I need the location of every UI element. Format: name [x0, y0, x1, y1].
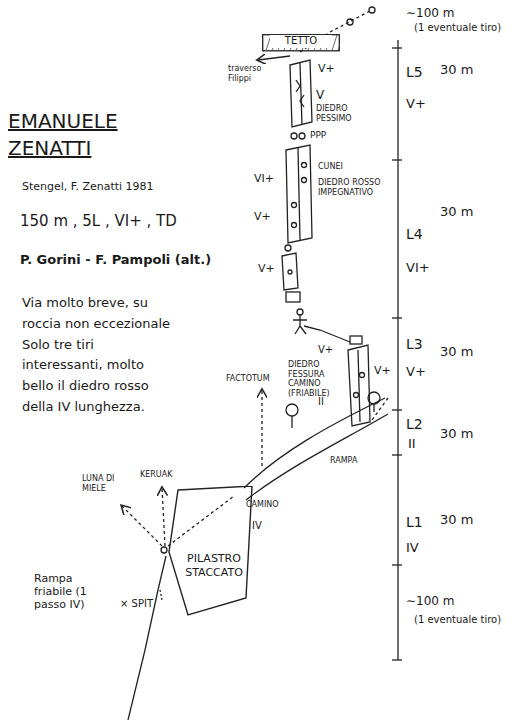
gear-note: CUNEI: [318, 162, 343, 172]
pitch-grade: II: [408, 436, 416, 452]
pitch-number: L4: [406, 226, 423, 243]
pillar-box: PILASTRO STACCATO: [168, 486, 256, 616]
roof-box: TETTO: [262, 34, 340, 52]
feature-name: DIEDRO ROSSO IMPEGNATIVO: [318, 178, 390, 197]
route-title: EMANUELE ZENATTI: [8, 108, 158, 162]
grade-mark: V+: [318, 344, 333, 356]
approach-note: Rampa friabile (1 passo IV): [34, 572, 110, 612]
approach-note: (1 eventuale tiro): [414, 22, 501, 34]
pitch-number: L1: [406, 514, 423, 531]
belay-mark: PPP: [310, 130, 326, 141]
bolt-mark: × SPIT: [120, 598, 153, 610]
variant-name: LUNA DI MIELE: [82, 474, 122, 493]
pitch-number: L5: [406, 64, 423, 81]
grade-mark: V+: [254, 210, 271, 223]
pitch-length: 30 m: [440, 62, 473, 78]
feature-name: RAMPA: [330, 456, 357, 466]
authors-note: Stengel, F. Zenatti 1981: [22, 180, 154, 193]
pitch-length: 30 m: [440, 426, 473, 442]
variant-name: KERUAK: [140, 470, 172, 480]
roof-label: TETTO: [270, 35, 332, 48]
pitch-grade: VI+: [406, 260, 430, 276]
grade-mark: II: [318, 396, 324, 408]
approach-length: ∼100 m: [406, 6, 454, 20]
route-summary: 150 m , 5L , VI+ , TD: [20, 212, 177, 230]
pitch-grade: V+: [406, 96, 426, 112]
pitch-number: L2: [406, 416, 423, 433]
descent-note: (1 eventuale tiro): [414, 614, 501, 626]
feature-name: DIEDRO FESSURA CAMINO (FRIABILE): [288, 360, 346, 398]
repeaters-note: P. Gorini - F. Pampoli (alt.): [20, 252, 211, 268]
pitch-grade: V+: [406, 364, 426, 380]
variant-name: traverso Filippi: [228, 64, 280, 83]
route-comment: Via molto breve, su roccia non ecceziona…: [22, 293, 172, 418]
grade-mark: IV: [252, 520, 262, 532]
grade-mark: V+: [374, 364, 391, 377]
pitch-number: L3: [406, 336, 423, 353]
pillar-label: PILASTRO STACCATO: [168, 552, 256, 580]
grade-mark: VI+: [254, 172, 274, 185]
variant-name: FACTOTUM: [226, 374, 270, 384]
grade-mark: V+: [318, 62, 335, 75]
pitch-grade: IV: [406, 540, 419, 556]
pitch-length: 30 m: [440, 204, 473, 220]
pillar-outline: [168, 486, 256, 616]
pitch-length: 30 m: [440, 512, 473, 528]
grade-mark: V+: [258, 262, 275, 275]
feature-name: DIEDRO PESSIMO: [316, 104, 374, 123]
grade-mark: V: [316, 88, 324, 102]
descent-length: ∼100 m: [406, 594, 454, 608]
pitch-length: 30 m: [440, 344, 473, 360]
